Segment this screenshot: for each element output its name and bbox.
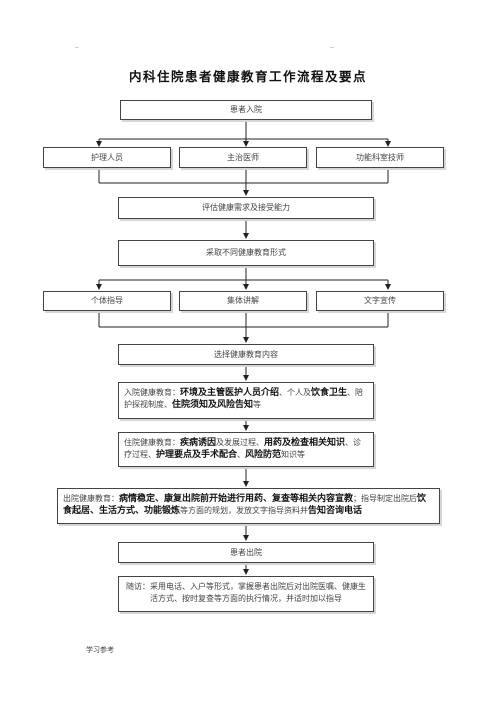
admission-education-box: 入院健康教育：环境及主管医护人员介绍、个人及饮食卫生、陪护探视制度、住院须知及风… [118, 382, 374, 419]
admission-edu-segment: 等 [253, 400, 262, 409]
followup-box: 随访：采用电话、入户等形式，掌握患者出院后对出院医嘱、健康生活方式、按时复查等方… [118, 576, 374, 612]
page-title: 内科住院患者健康教育工作流程及要点 [128, 69, 367, 84]
inpatient-edu-segment: 住院健康教育： [124, 438, 180, 447]
staff-technician: 功能科室技师 [316, 147, 444, 168]
inpatient-edu-segment: 风险防范 [245, 450, 282, 460]
admission-edu-segment: 住院须知及风险告知 [172, 400, 254, 410]
inpatient-edu-segment: 、诊疗过程、 [124, 438, 362, 459]
discharge-education-box: 出院健康教育：病情稳定、康复出院前开始进行用药、复查等相关内容宣教；指导制定出院… [57, 488, 440, 524]
step-forms-heading: 采取不同健康教育形式 [118, 240, 374, 266]
discharge-edu-segment: ；指导制定出院后 [353, 494, 418, 503]
inpatient-education-box: 住院健康教育：疾病诱因及发展过程、用药及检查相关知识、诊疗过程、护理要点及手术配… [118, 432, 374, 467]
step-assess: 评估健康需求及接受能力 [118, 197, 374, 219]
discharge-edu-segment: 出院健康教育： [63, 494, 119, 503]
form-group: 集体讲解 [179, 291, 307, 311]
inpatient-edu-segment: 疾病诱因 [180, 438, 217, 448]
admission-edu-segment: 、个人及 [279, 388, 312, 397]
inpatient-edu-segment: 护理要点及手术配合 [156, 450, 238, 460]
discharge-edu-segment: 等方面的规划，发放文字指导资料并 [180, 506, 309, 515]
header-mark-left: .. [75, 43, 79, 50]
admission-edu-segment: 环境及主管医护人员介绍 [180, 388, 280, 398]
inpatient-edu-segment: 及发展过程、 [216, 438, 265, 447]
inpatient-edu-segment: 用药及检查相关知识 [264, 438, 346, 448]
header-mark-right: .. [330, 43, 334, 50]
footer-note: 学习参考 [86, 646, 114, 654]
admission-edu-segment: 、陪护探视制度、 [124, 388, 364, 409]
staff-nurse: 护理人员 [43, 147, 171, 168]
staff-physician: 主治医师 [179, 147, 307, 168]
discharge-edu-segment: 告知咨询电话 [308, 506, 363, 516]
discharge-edu-segment: 饮食起居、生活方式、功能锻炼 [63, 494, 427, 516]
inpatient-edu-segment: 知识等 [281, 450, 306, 459]
form-written: 文字宣传 [316, 291, 444, 311]
step-discharge: 患者出院 [118, 542, 374, 563]
admission-edu-segment: 入院健康教育： [124, 388, 180, 397]
step-admission: 患者入院 [120, 100, 372, 120]
inpatient-edu-segment: 、 [237, 450, 246, 459]
admission-edu-segment: 饮食卫生 [311, 388, 348, 398]
form-individual: 个体指导 [43, 291, 171, 311]
discharge-edu-segment: 病情稳定、康复出院前开始进行用药、复查等相关内容宣教 [119, 494, 354, 504]
step-select-content: 选择健康教育内容 [118, 344, 374, 365]
followup-text: 随访：采用电话、入户等形式，掌握患者出院后对出院医嘱、健康生活方式、按时复查等方… [126, 582, 366, 603]
